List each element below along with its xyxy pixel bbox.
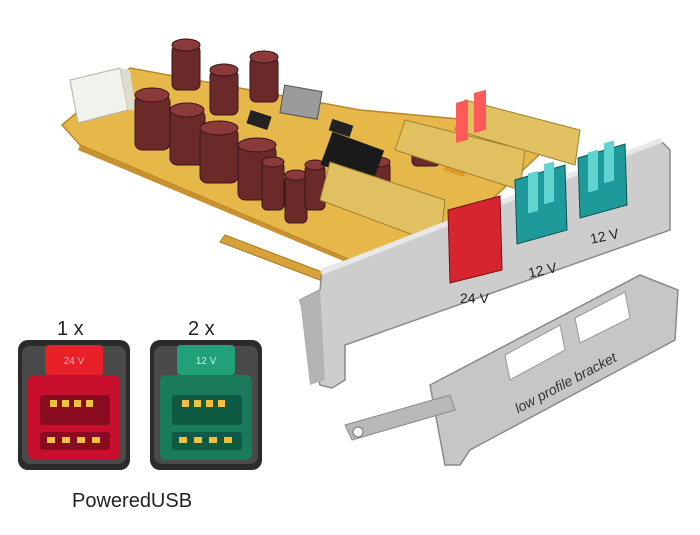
port-24v [447,89,503,284]
small-chip [246,109,272,131]
connector-24v-tag: 24 V [64,356,85,367]
molex-connector [69,67,136,124]
connector-12v-tag: 12 V [196,356,217,367]
label-brand: PoweredUSB [72,490,193,512]
inductor [279,84,323,120]
label-count-12v: 2 x [188,318,215,340]
label-24v-port: 24 V [460,290,489,306]
port-12v-a [514,161,568,245]
low-profile-bracket [344,274,679,466]
powered-usb-24v-connector [18,340,130,470]
label-count-24v: 1 x [57,318,84,340]
powered-usb-12v-connector [150,340,262,470]
port-12v-b [577,140,628,219]
port-housings [319,99,581,246]
main-chip [320,131,385,184]
